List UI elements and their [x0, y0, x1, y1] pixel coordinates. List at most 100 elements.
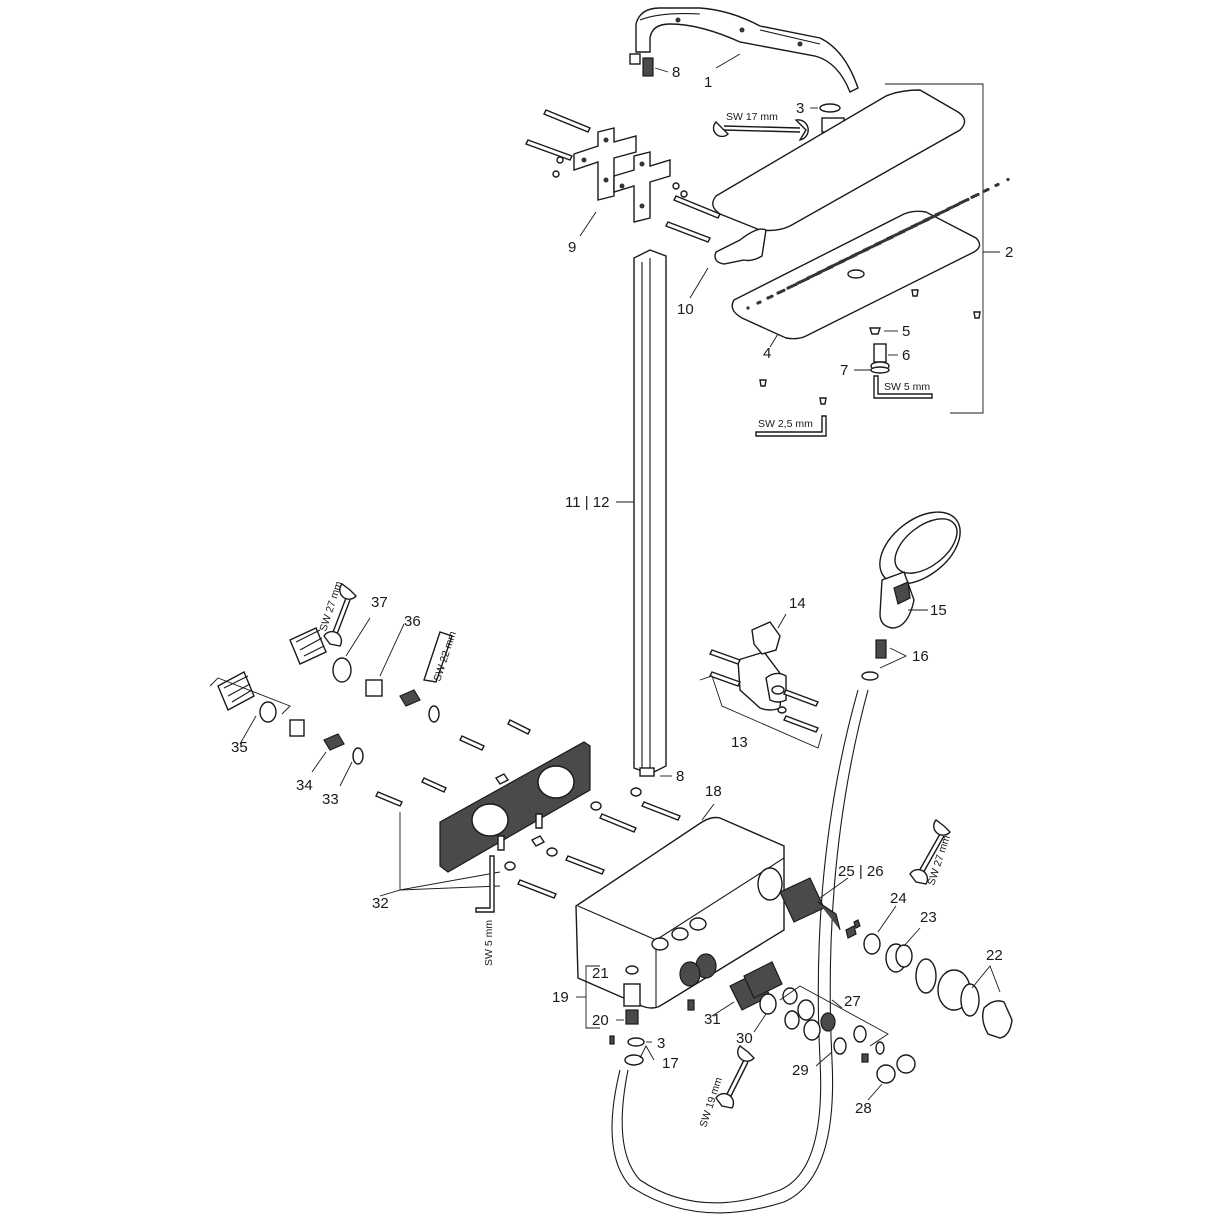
label-2: 2	[1005, 244, 1013, 261]
label-3b: 3	[657, 1035, 665, 1052]
label-28: 28	[855, 1100, 872, 1117]
wrench-sw22-icon	[423, 631, 453, 683]
adapter-part-23	[885, 943, 913, 973]
label-25-26: 25 | 26	[838, 863, 884, 880]
valve-part-34	[323, 733, 345, 751]
label-4: 4	[763, 345, 771, 362]
label-22: 22	[986, 947, 1003, 964]
label-24: 24	[890, 890, 907, 907]
nipple-part-36	[365, 679, 383, 697]
screw-set-part-9	[525, 109, 721, 243]
nozzle-dot	[982, 189, 986, 193]
nozzle-dot	[806, 276, 810, 280]
label-27: 27	[844, 993, 861, 1010]
label-35: 35	[231, 739, 248, 756]
hex-key-sw5-left-icon	[475, 855, 495, 913]
overhead-shower-body	[712, 89, 966, 232]
label-14: 14	[789, 595, 806, 612]
nut-part-30	[759, 987, 798, 1015]
label-9: 9	[568, 239, 576, 256]
wall-plate	[439, 741, 591, 873]
nipple-part-34-a	[289, 719, 305, 737]
label-3a: 3	[796, 100, 804, 117]
nozzle-dot	[934, 213, 938, 217]
screw-set-part-32	[375, 719, 681, 899]
label-34: 34	[296, 777, 313, 794]
label-31: 31	[704, 1011, 721, 1028]
hose-nut-part-17	[624, 1054, 644, 1066]
label-10: 10	[677, 301, 694, 318]
label-6: 6	[902, 347, 910, 364]
label-29: 29	[792, 1062, 809, 1079]
part-labels: 1 2 3 4 5 6 7 8 8 9 10 11 | 12 13 14 15 …	[231, 64, 1013, 1117]
label-37: 37	[371, 594, 388, 611]
tool-label-sw5-top: SW 5 mm	[884, 381, 930, 393]
nozzle-dot	[946, 207, 950, 211]
nozzle-dot	[898, 231, 902, 235]
cap-part-28	[876, 1054, 916, 1084]
nozzle-dot	[838, 260, 842, 264]
nozzle-dot	[850, 254, 854, 258]
thermostat-cartridge-part-25-26	[779, 877, 841, 931]
holder-clip-part-14	[751, 621, 781, 655]
nozzle-dot	[826, 266, 830, 270]
nozzle-dot	[796, 281, 800, 285]
hand-shower-part-15	[879, 511, 961, 629]
label-1: 1	[704, 74, 712, 91]
handle-part-22	[915, 958, 1013, 1039]
nozzle-dot	[970, 195, 974, 199]
shower-arm-part-1	[629, 7, 859, 93]
label-5: 5	[902, 323, 910, 340]
nozzle-dot	[766, 296, 770, 300]
riser-pipe-part-11-12	[633, 249, 667, 777]
label-13: 13	[731, 734, 748, 751]
label-11-12: 11 | 12	[565, 494, 610, 511]
label-21: 21	[592, 965, 609, 982]
nozzle-part-6	[870, 343, 890, 371]
label-18: 18	[705, 783, 722, 800]
label-7: 7	[840, 362, 848, 379]
label-23: 23	[920, 909, 937, 926]
label-32: 32	[372, 895, 389, 912]
nozzle-dot	[886, 236, 890, 241]
thermostat-body-part-18	[575, 816, 785, 1009]
label-15: 15	[930, 602, 947, 619]
hex-key-sw5-top-icon	[873, 375, 933, 399]
nozzle-dot	[1006, 177, 1010, 182]
hose-nut-part-16	[861, 639, 887, 681]
nozzle-dot	[874, 242, 878, 246]
nozzle-dot	[994, 183, 998, 187]
connector-part-37	[289, 627, 352, 683]
label-8a: 8	[672, 64, 680, 81]
spray-plate-part-4	[731, 177, 1010, 340]
wall-bracket-part-9	[573, 127, 671, 223]
tool-label-sw17: SW 17 mm	[726, 111, 778, 123]
holder-part-13	[709, 649, 819, 733]
clip-part-10	[714, 228, 767, 265]
tool-label-sw25: SW 2,5 mm	[758, 418, 813, 430]
label-17: 17	[662, 1055, 679, 1072]
label-36: 36	[404, 613, 421, 630]
label-30: 30	[736, 1030, 753, 1047]
nozzle-dot	[816, 271, 820, 275]
nozzle-dot	[922, 219, 926, 223]
label-33: 33	[322, 791, 339, 808]
shower-hose	[611, 689, 869, 1214]
wrench-sw19-icon	[715, 1045, 755, 1109]
hex-key-sw25-icon	[755, 415, 827, 437]
nozzle-dot	[786, 286, 790, 290]
label-20: 20	[592, 1012, 609, 1029]
label-8b: 8	[676, 768, 684, 785]
seal-set-part-27	[784, 999, 867, 1055]
tool-label-sw5-left: SW 5 mm	[483, 920, 495, 966]
label-19: 19	[552, 989, 569, 1006]
connector-part-35	[217, 671, 255, 711]
label-16: 16	[912, 648, 929, 665]
cartridge-part-20	[623, 983, 641, 1025]
nozzle-dot	[746, 306, 750, 310]
wrench-sw27-right-icon	[909, 819, 951, 885]
wrench-sw17-icon	[712, 119, 809, 141]
nozzle-dot	[756, 301, 760, 305]
nozzle-dot	[910, 225, 914, 229]
